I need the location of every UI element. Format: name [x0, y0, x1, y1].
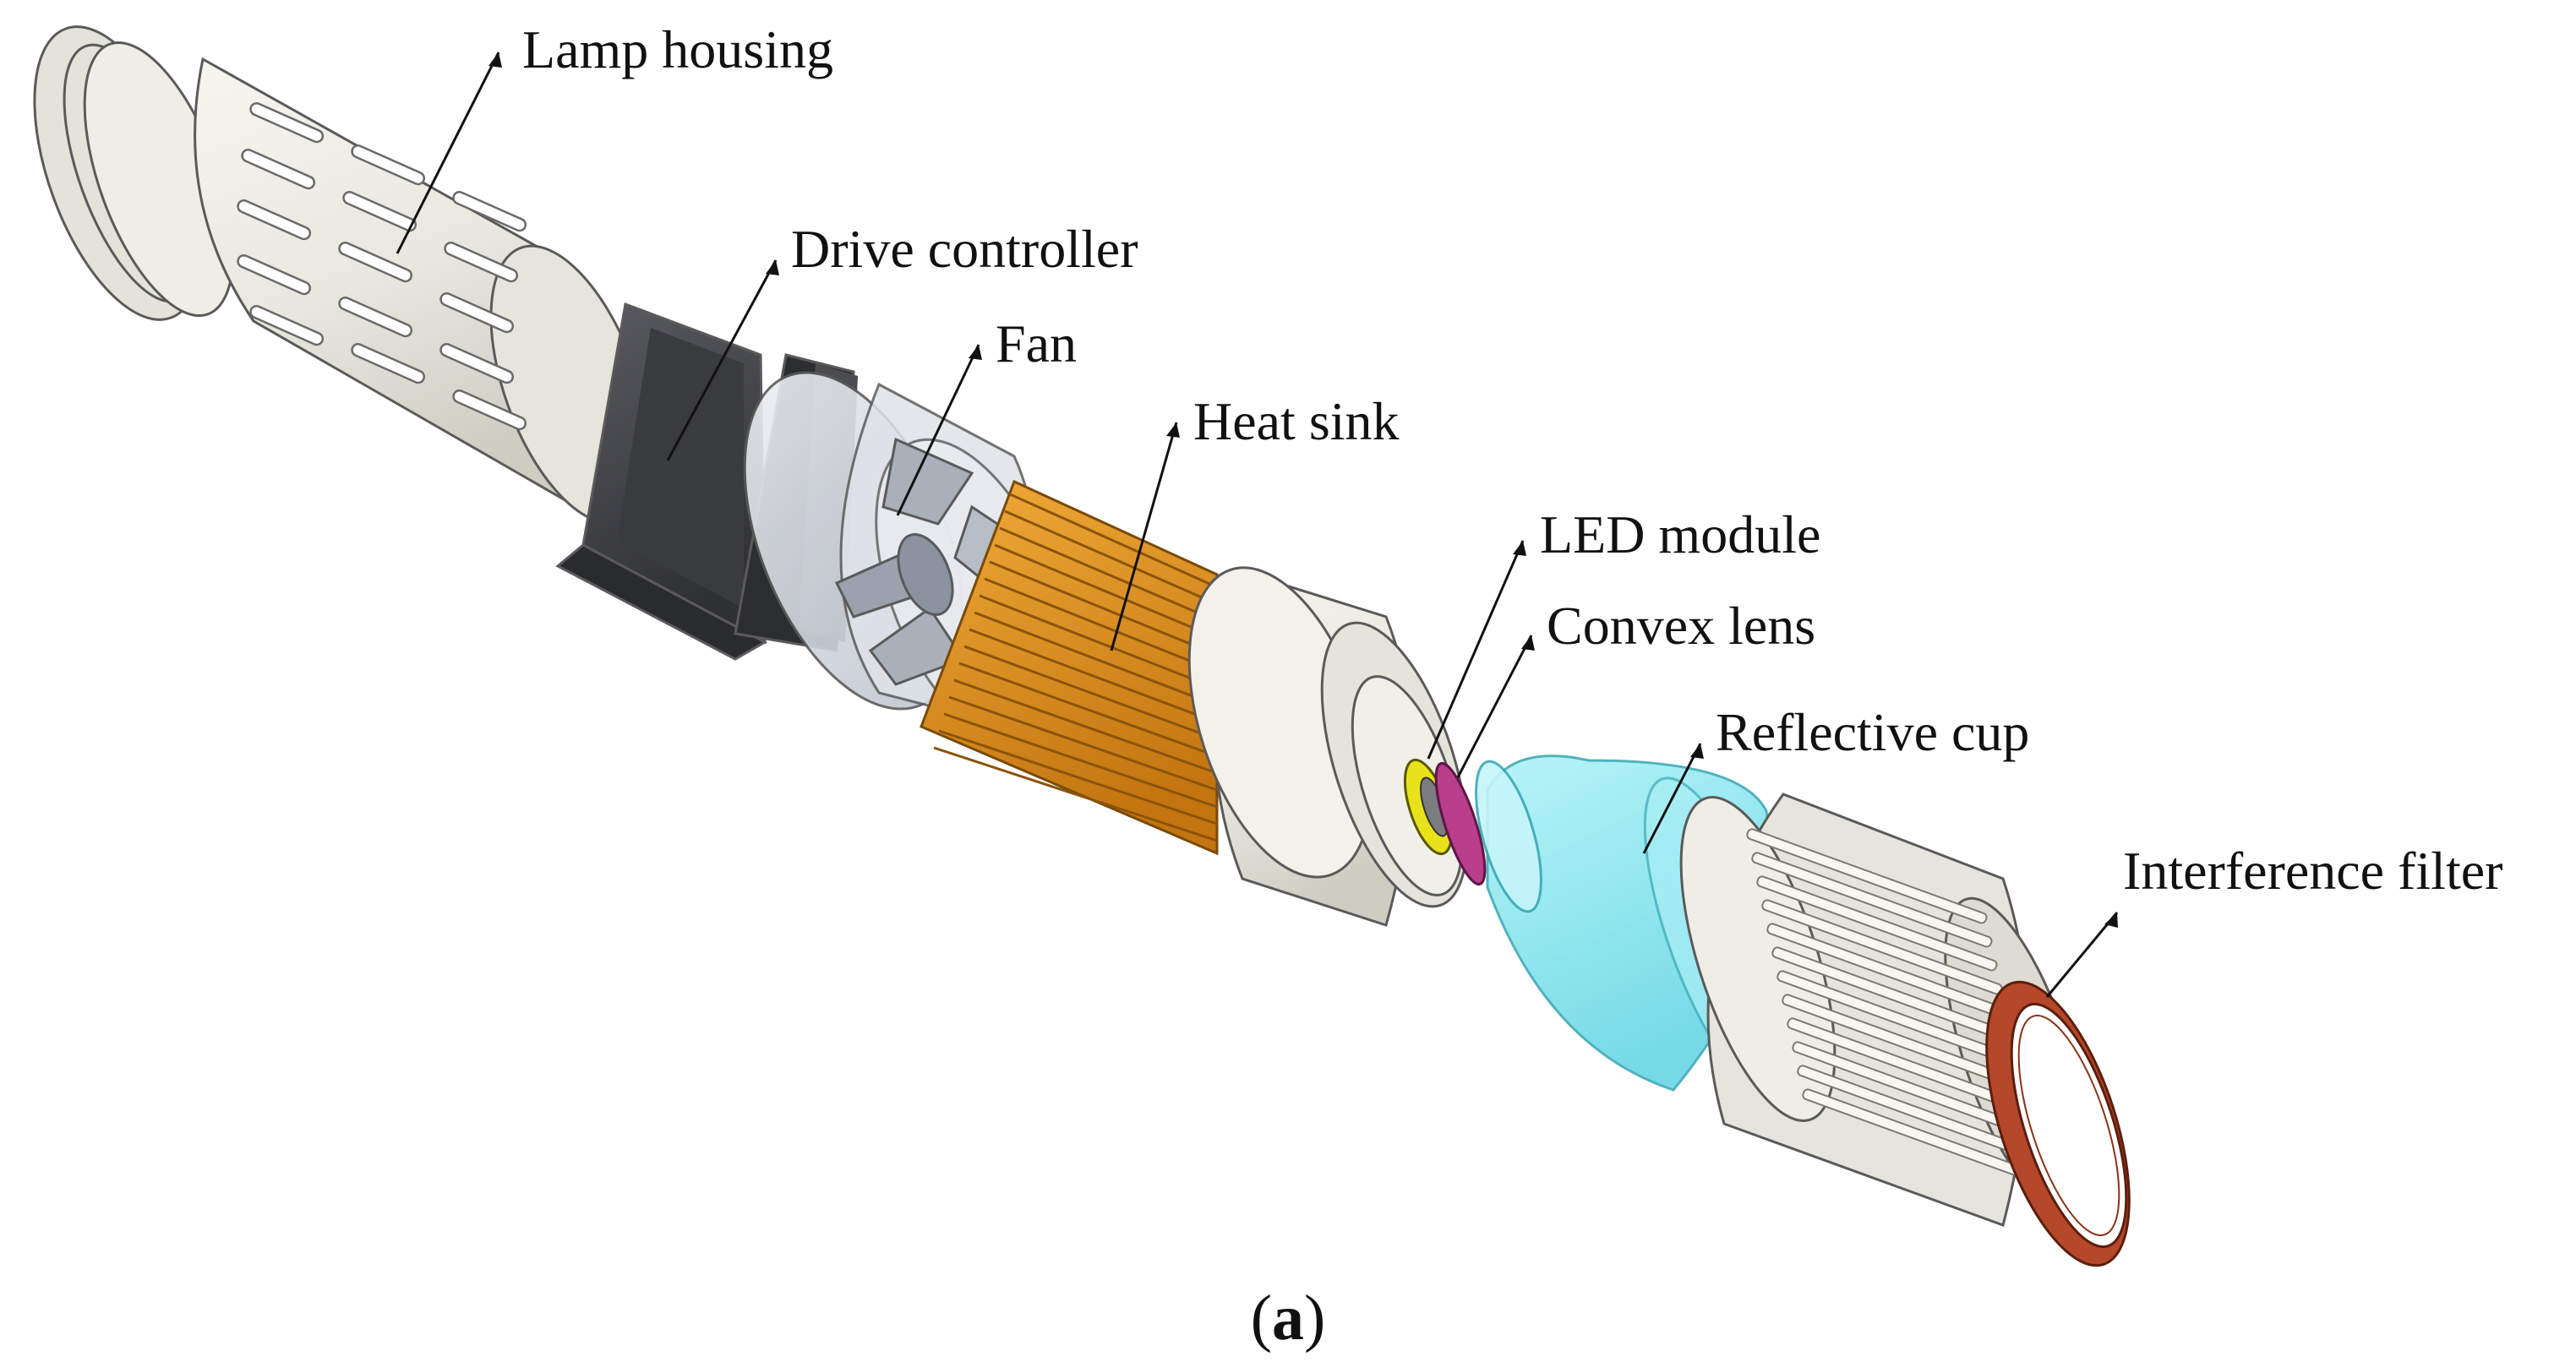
vent-slot: [452, 190, 527, 232]
heat-sink-part: [920, 479, 1219, 856]
heat-sink-fin: [933, 746, 1218, 842]
label-convex-lens: Convex lens: [1547, 596, 1815, 656]
label-interference-filter: Interference filter: [2123, 841, 2502, 901]
front-collar-part: [1187, 566, 1469, 927]
heat-sink-fin: [1009, 493, 1218, 589]
heat-sink-fin: [963, 645, 1218, 741]
vent-slot: [444, 241, 519, 283]
heat-sink-fin: [958, 662, 1218, 758]
vent-slot: [351, 342, 426, 384]
caption-close: ): [1304, 1283, 1325, 1354]
vent-slot: [338, 296, 413, 338]
label-reflective-cup: Reflective cup: [1716, 702, 2029, 762]
vent-slot: [241, 148, 316, 190]
vent-slot: [439, 342, 515, 384]
vent-slot: [237, 199, 312, 241]
heat-sink-fin: [943, 712, 1218, 809]
interference-filter-part: [1985, 980, 2131, 1267]
heat-sink-fin: [938, 729, 1218, 825]
heat-sink-fin: [979, 594, 1218, 690]
vent-slot: [439, 291, 515, 334]
heat-sink-fin: [1004, 509, 1218, 606]
convex-lens-part: [1434, 761, 1487, 886]
heat-sink-fin: [948, 695, 1218, 792]
lamp-housing-part: [33, 25, 652, 525]
heat-sink-fin: [999, 526, 1218, 623]
label-fan: Fan: [996, 313, 1077, 373]
heat-sink-fin: [989, 560, 1218, 656]
label-lamp-housing: Lamp housing: [522, 19, 833, 79]
vent-slot: [351, 144, 426, 186]
leader-lines: [396, 52, 2119, 998]
label-led-module: LED module: [1540, 504, 1820, 564]
cage-bar: [1756, 875, 1998, 972]
vent-slot: [249, 304, 325, 346]
heat-sink-fin: [974, 611, 1218, 707]
caption-letter: a: [1272, 1283, 1304, 1354]
caption-open: (: [1251, 1283, 1272, 1354]
vent-slot: [338, 241, 413, 283]
vent-slot: [452, 389, 527, 431]
label-drive-controller: Drive controller: [791, 219, 1138, 279]
heat-sink-fin: [953, 678, 1218, 775]
vent-slot: [342, 190, 418, 232]
label-heat-sink: Heat sink: [1193, 391, 1400, 451]
cage-bar: [1751, 852, 1993, 948]
cage-bar: [1746, 828, 1988, 924]
heat-sink-fin: [969, 628, 1218, 724]
vent-slot: [249, 101, 325, 144]
vent-slot: [237, 253, 312, 296]
heat-sink-fin: [994, 543, 1218, 640]
heat-sink-fin: [984, 577, 1218, 673]
figure-caption: (a): [1251, 1283, 1326, 1354]
